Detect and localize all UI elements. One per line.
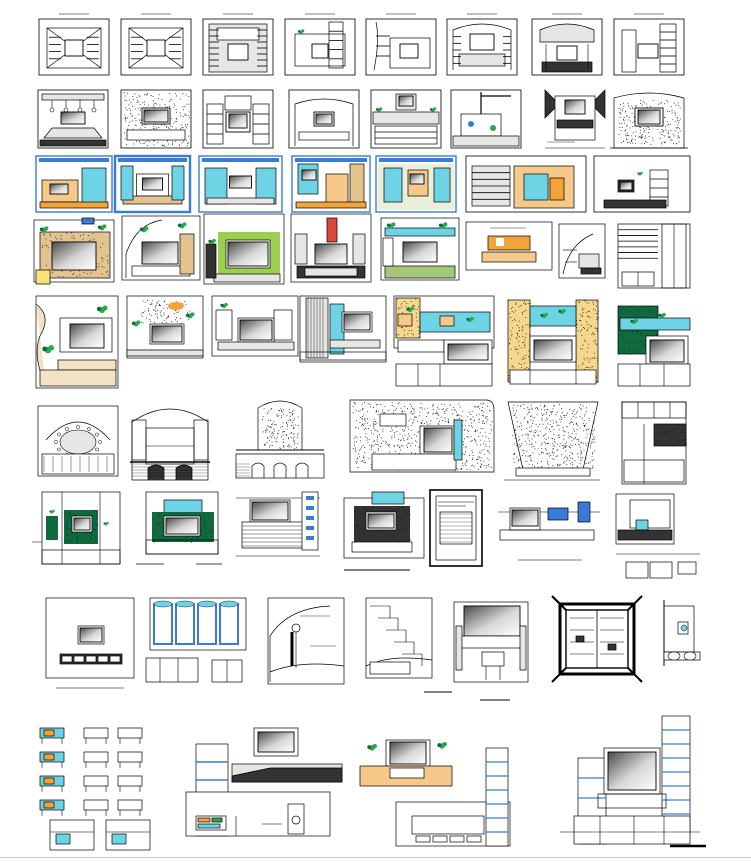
detail-r8-3 <box>267 597 345 685</box>
cabinet-r7-1 <box>32 491 121 565</box>
wall-unit-r4-6 <box>465 221 553 271</box>
wall-unit-r5-1 <box>35 295 119 389</box>
wall-unit-r4-2 <box>121 215 201 281</box>
wall-unit-r4-7 <box>558 223 606 279</box>
unit-r6-6 <box>621 401 687 485</box>
elevation-r1-4 <box>284 13 356 76</box>
cabinet-r7-3 <box>236 491 320 557</box>
details-r9-3 <box>359 739 511 847</box>
elevation-r1-3 <box>202 13 274 76</box>
detail-r8-4 <box>365 597 452 693</box>
elevation-r2-5 <box>370 89 442 149</box>
panel-r3-4 <box>291 155 371 213</box>
elevation-r2-8 <box>610 92 688 149</box>
unit-r6-3 <box>235 400 325 479</box>
elevation-r1-5 <box>365 13 437 76</box>
detail-r8-1 <box>45 597 135 689</box>
detail-r8-2 <box>145 597 247 683</box>
wall-unit-r5-7 <box>617 305 691 387</box>
elevation-r1-7 <box>531 13 603 76</box>
wall-unit-r5-5 <box>393 295 495 387</box>
detail-r8-6 <box>551 595 643 683</box>
wall-unit-r4-3 <box>203 213 285 285</box>
wall-unit-r4-8 <box>617 223 691 289</box>
details-r9-4 <box>560 715 706 848</box>
panel-r3-7 <box>593 155 691 213</box>
elevation-r2-3 <box>202 89 274 149</box>
elevation-r1-8 <box>613 13 685 76</box>
unit-r6-1 <box>37 405 119 477</box>
unit-r6-4 <box>349 399 495 473</box>
cabinet-r7-4 <box>343 491 425 571</box>
wall-unit-r4-5 <box>380 217 460 281</box>
elevation-r2-2 <box>120 89 192 149</box>
elevation-r1-6 <box>446 13 518 76</box>
elevation-r1-1 <box>38 13 110 76</box>
elevation-r2-7 <box>544 89 606 149</box>
sheet-bottom-border <box>0 857 751 858</box>
detail-r8-5 <box>453 601 529 701</box>
wall-unit-r5-6 <box>507 299 599 385</box>
detail-r8-7 <box>663 600 701 666</box>
unit-r6-5 <box>504 401 600 481</box>
details-r9-2 <box>185 727 343 837</box>
wall-unit-r5-3 <box>211 295 299 357</box>
wall-unit-r5-2 <box>126 295 204 359</box>
wall-unit-r4-4 <box>290 213 372 283</box>
cabinet-r7-7 <box>615 493 700 579</box>
elevation-r1-2 <box>120 13 192 76</box>
cabinet-r7-6 <box>498 501 600 561</box>
panel-r3-5 <box>375 155 457 213</box>
elevation-r2-1 <box>37 89 109 149</box>
wall-unit-r5-4 <box>299 295 387 363</box>
panel-r3-2 <box>113 154 192 214</box>
panel-r3-1 <box>35 155 113 213</box>
cabinet-r7-2 <box>136 491 222 565</box>
cabinet-r7-5 <box>429 489 483 567</box>
panel-r3-6 <box>465 155 587 213</box>
details-r9-1 <box>39 727 151 851</box>
elevation-r2-6 <box>450 89 522 149</box>
unit-r6-2 <box>130 408 210 481</box>
panel-r3-3 <box>198 155 283 213</box>
elevation-r2-4 <box>288 89 360 149</box>
wall-unit-r4-1 <box>33 217 115 285</box>
